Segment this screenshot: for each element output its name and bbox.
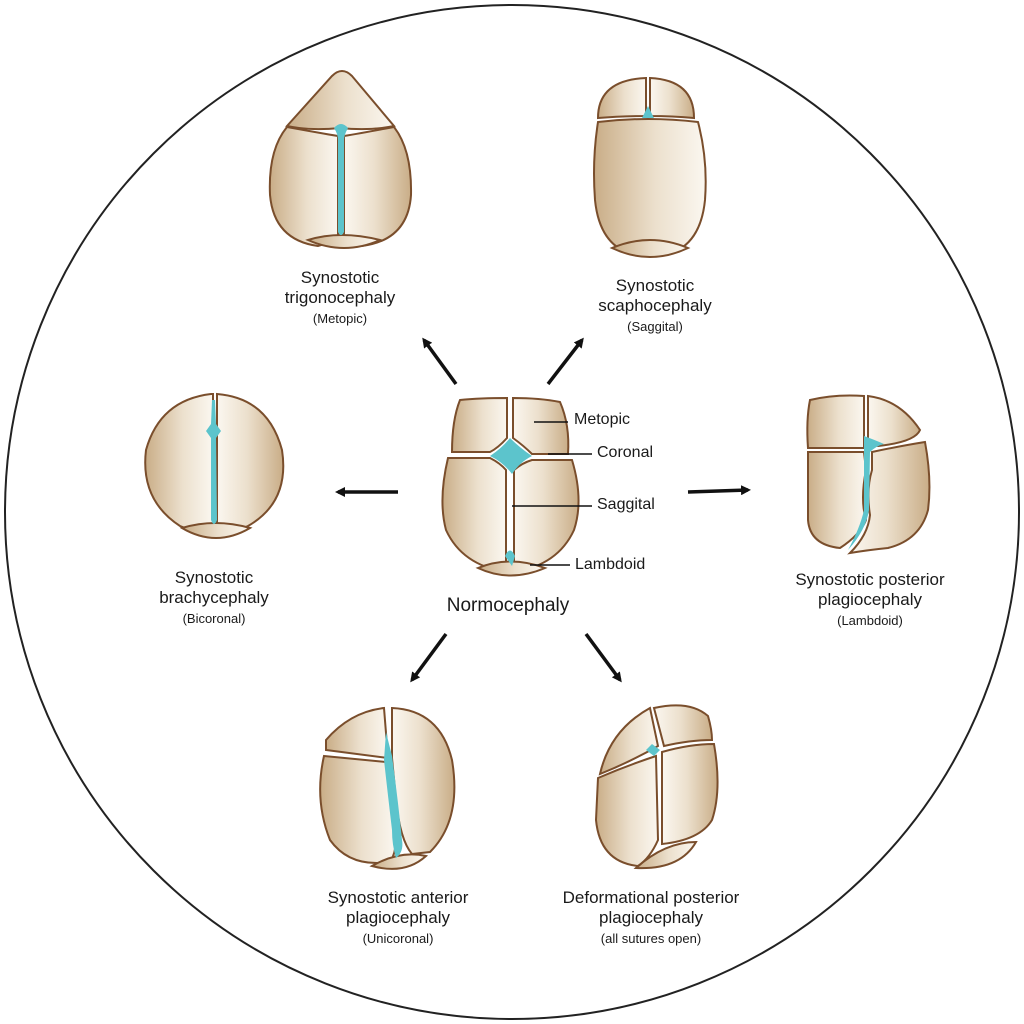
arrow-to-scaphocephaly — [546, 337, 584, 386]
coronal-label: Coronal — [597, 444, 654, 461]
defplagio-fontanelle — [646, 744, 660, 756]
defplagio-sub: (all sutures open) — [600, 930, 702, 946]
scapho-occipital — [609, 239, 691, 258]
brachy-suture — [206, 400, 221, 524]
antplagio-occipital — [369, 853, 429, 870]
scapho-sub: (Saggital) — [627, 318, 683, 334]
postplagio-frontal-right — [867, 394, 922, 448]
label-anterior-plagiocephaly: Synostotic anterior plagiocephaly (Unico… — [298, 888, 498, 946]
arrow-to-anterior-plagiocephaly — [410, 632, 448, 683]
brachy-sub: (Bicoronal) — [182, 610, 246, 626]
normo-left-parietal — [441, 457, 507, 574]
normo-right-parietal — [513, 459, 580, 574]
skull-trigonocephaly — [268, 70, 413, 249]
scapho-line2: scaphocephaly — [598, 296, 712, 316]
normo-occipital — [475, 560, 548, 577]
postplagio-right-parietal — [847, 440, 931, 555]
lambdoid-label: Lambdoid — [575, 556, 646, 573]
label-posterior-plagiocephaly: Synostotic posterior plagiocephaly (Lamb… — [760, 570, 980, 628]
postplagio-sub: (Lambdoid) — [837, 612, 903, 628]
defplagio-frontal-left — [598, 706, 660, 776]
arrow-to-deformational-plagiocephaly — [584, 632, 622, 683]
scapho-suture — [642, 106, 654, 118]
scapho-line1: Synostotic — [615, 276, 695, 295]
postplagio-suture — [848, 436, 884, 550]
trigono-line1: Synostotic — [300, 268, 380, 287]
trigono-frontal-bone — [285, 70, 396, 131]
defplagio-line2: plagiocephaly — [599, 908, 703, 928]
defplagio-frontal-right — [652, 704, 714, 748]
skull-scaphocephaly — [593, 76, 707, 258]
antplagio-sub: (Unicoronal) — [362, 930, 434, 946]
antplagio-suture — [384, 732, 403, 858]
arrow-to-trigonocephaly — [422, 337, 458, 386]
skull-brachycephaly — [144, 392, 285, 539]
postplagio-line1: Synostotic posterior — [795, 570, 945, 589]
trigono-suture — [334, 124, 348, 235]
postplagio-frontal-left — [806, 394, 865, 449]
brachy-line1: Synostotic — [174, 568, 254, 587]
skull-posterior-plagiocephaly — [806, 394, 931, 555]
arrow-to-posterior-plagiocephaly — [687, 485, 751, 496]
trigono-right-parietal — [343, 125, 413, 248]
skull-anterior-plagiocephaly — [319, 706, 456, 870]
defplagio-right-parietal — [661, 742, 719, 846]
trigono-left-parietal — [268, 125, 339, 248]
normo-frontal-left — [450, 396, 508, 453]
defplagio-left-parietal — [594, 754, 660, 868]
trigono-sub: (Metopic) — [312, 310, 368, 326]
normo-fontanelle — [490, 438, 532, 474]
label-brachycephaly: Synostotic brachycephaly (Bicoronal) — [124, 568, 304, 626]
scapho-parietal — [593, 118, 707, 257]
label-trigonocephaly: Synostotic trigonocephaly (Metopic) — [250, 268, 430, 326]
scapho-frontal-right — [649, 76, 696, 120]
defplagio-line1: Deformational posterior — [562, 888, 740, 907]
normocephaly-label: Normocephaly — [446, 595, 570, 616]
normo-lambda — [505, 550, 515, 566]
skull-normocephaly — [441, 396, 580, 577]
brachy-occipital — [179, 522, 253, 539]
skull-deformational-plagiocephaly — [594, 704, 719, 870]
label-deformational-plagiocephaly: Deformational posterior plagiocephaly (a… — [536, 888, 766, 946]
scapho-frontal-left — [596, 76, 647, 120]
saggital-label: Saggital — [597, 496, 655, 513]
postplagio-line2: plagiocephaly — [818, 590, 922, 610]
trigono-occipital — [305, 234, 384, 249]
normo-frontal-right — [512, 396, 570, 455]
defplagio-occipital — [633, 840, 698, 870]
metopic-label: Metopic — [574, 411, 631, 428]
antplagio-line2: plagiocephaly — [346, 908, 450, 928]
antplagio-line1: Synostotic anterior — [327, 888, 469, 907]
label-scaphocephaly: Synostotic scaphocephaly (Saggital) — [565, 276, 745, 334]
brachy-line2: brachycephaly — [159, 588, 269, 608]
outer-circle — [4, 4, 1020, 1020]
trigono-line2: trigonocephaly — [284, 288, 396, 308]
